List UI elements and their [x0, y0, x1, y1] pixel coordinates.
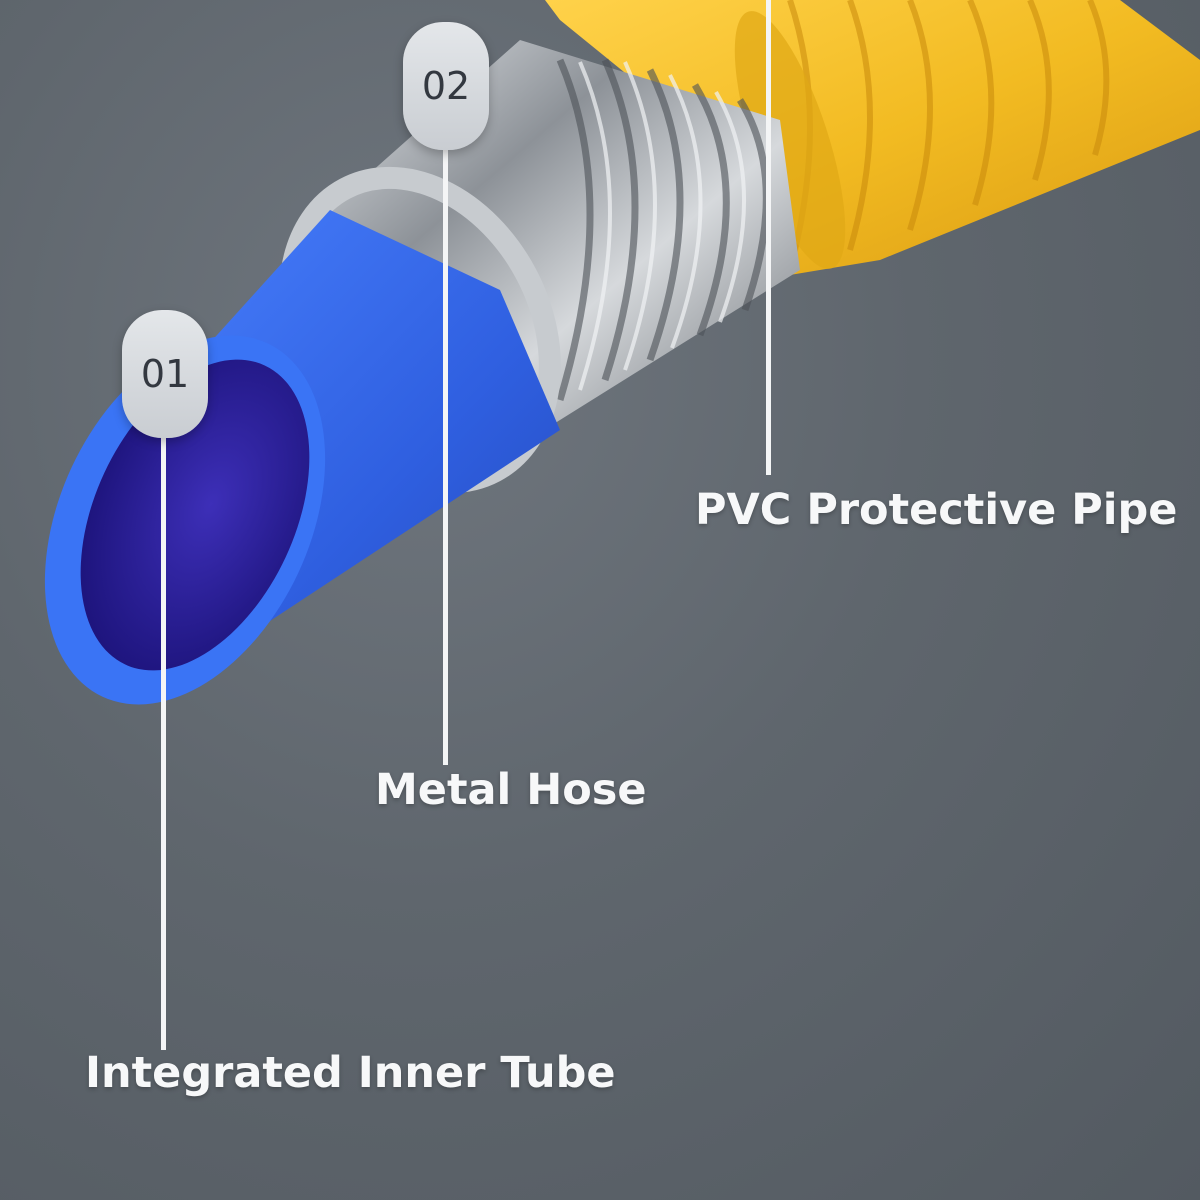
label-integrated-inner-tube: Integrated Inner Tube — [85, 1048, 616, 1098]
leader-line-pvc-pipe — [766, 0, 771, 475]
label-pvc-protective-pipe: PVC Protective Pipe — [695, 485, 1178, 535]
callout-badge-01: 01 — [122, 310, 208, 438]
leader-line-inner-tube — [161, 430, 166, 1050]
pvc-protective-pipe-shape — [545, 0, 1200, 280]
callout-badge-02: 02 — [403, 22, 489, 150]
leader-line-metal-hose — [443, 145, 448, 765]
label-metal-hose: Metal Hose — [375, 765, 647, 815]
inner-tube-shape — [44, 210, 560, 705]
